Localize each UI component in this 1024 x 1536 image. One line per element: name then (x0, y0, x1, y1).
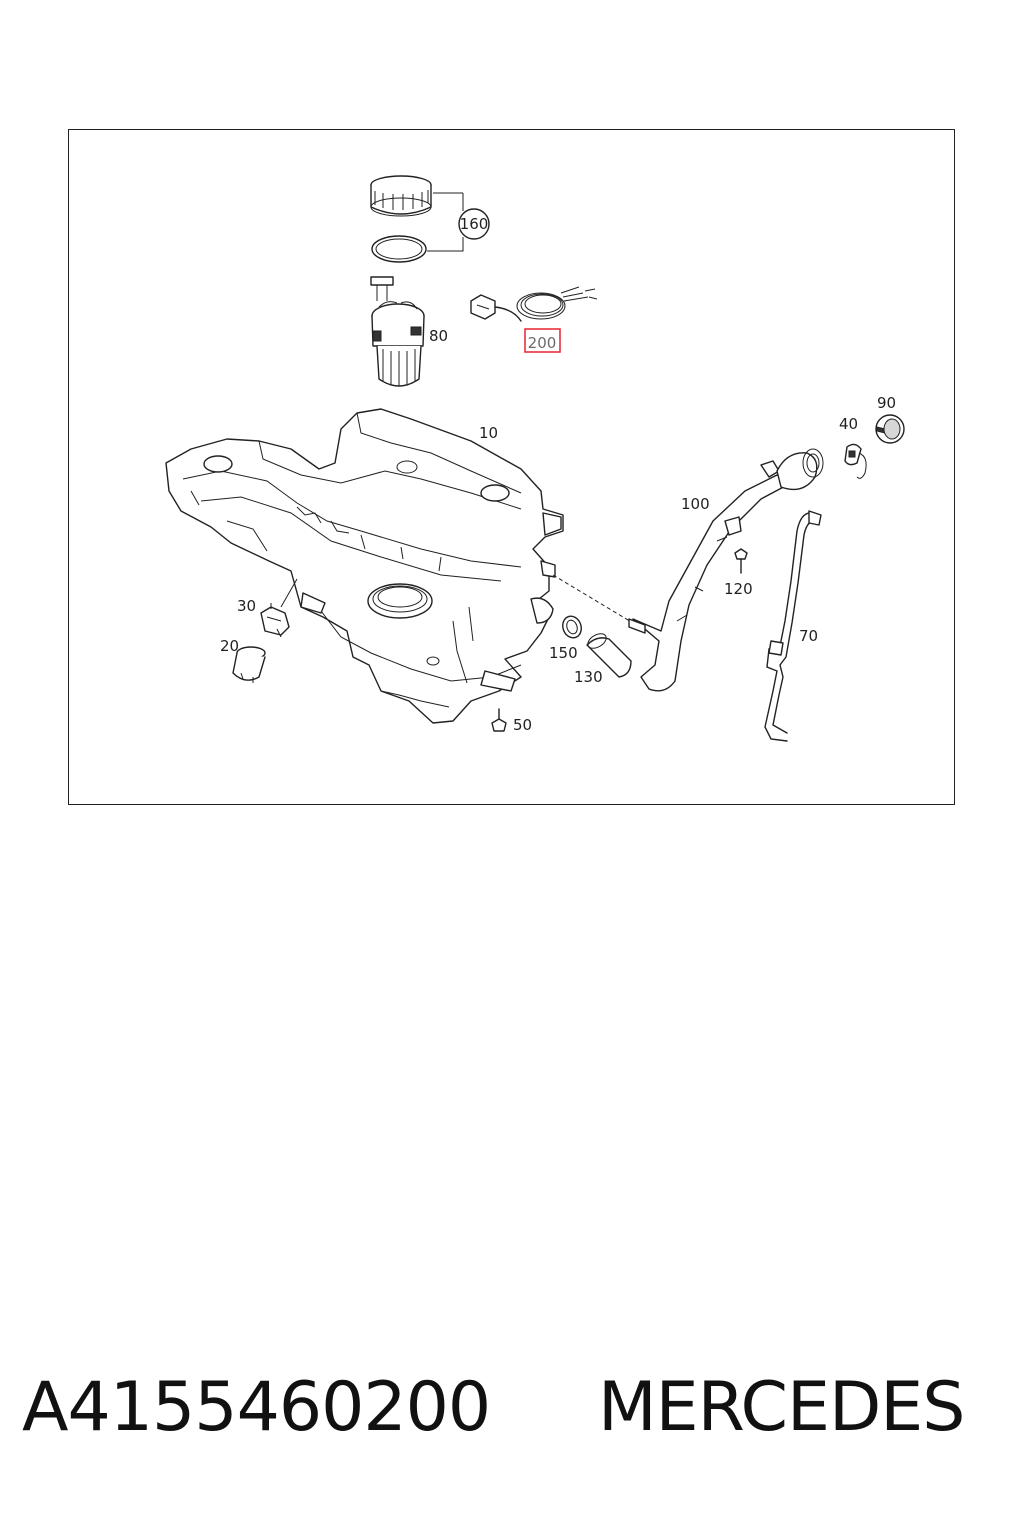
callout-70[interactable]: 70 (799, 627, 818, 645)
callout-circle-160 (458, 208, 490, 240)
callout-30[interactable]: 30 (237, 597, 256, 615)
diagram-frame: 160 80 (68, 129, 955, 805)
part-80-fuel-pump (370, 276, 425, 387)
part-10-fuel-tank (165, 408, 564, 724)
callout-80[interactable]: 80 (429, 327, 448, 345)
callout-10[interactable]: 10 (479, 424, 498, 442)
part-160-ring-nut (370, 175, 432, 217)
callout-130[interactable]: 130 (574, 668, 603, 686)
brand-label: MERCEDES (598, 1368, 965, 1447)
part-150-hose-clamp (562, 615, 582, 639)
callout-160[interactable]: 160 (460, 215, 489, 233)
callout-100[interactable]: 100 (681, 495, 710, 513)
callout-50[interactable]: 50 (513, 716, 532, 734)
part-90-fuel-cap (875, 414, 905, 444)
part-130-hose (586, 633, 632, 678)
part-30-valve (260, 578, 298, 638)
callout-20[interactable]: 20 (220, 637, 239, 655)
part-50-bolt (491, 708, 507, 732)
footer: A4155460200 MERCEDES (0, 1368, 1024, 1478)
callout-150[interactable]: 150 (549, 644, 578, 662)
part-40-cap-tether (844, 443, 867, 479)
highlight-box-200 (524, 328, 561, 353)
part-120-bolt (734, 548, 748, 574)
part-200-wiring-harness (470, 286, 598, 322)
fuel-system-diagram: 160 80 (165, 175, 905, 742)
part-20-filter (232, 646, 266, 683)
part-160-seal-ring (371, 235, 427, 263)
callout-90[interactable]: 90 (877, 394, 896, 412)
callout-120[interactable]: 120 (724, 580, 753, 598)
part-number-label: A4155460200 (22, 1368, 491, 1447)
callout-40[interactable]: 40 (839, 415, 858, 433)
part-100-filler-neck (628, 448, 824, 692)
callout-200[interactable]: 200 (528, 334, 557, 352)
part-70-vent-line (764, 510, 822, 742)
